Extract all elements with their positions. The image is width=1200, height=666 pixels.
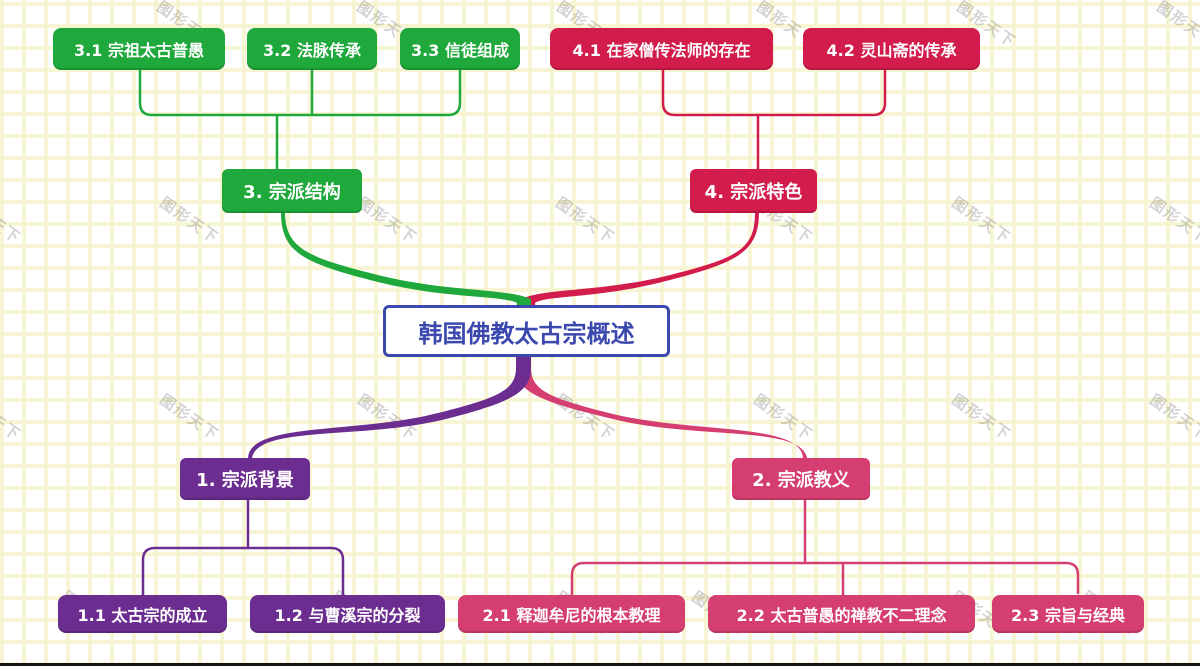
subtopic-node-4-1[interactable]: 4.1 在家僧传法师的存在	[550, 28, 773, 70]
window-bottom-edge	[0, 663, 1200, 666]
bracket-1	[141, 546, 345, 597]
branch-node-4[interactable]: 4. 宗派特色	[690, 169, 817, 213]
subtopic-node-2-3[interactable]: 2.3 宗旨与经典	[992, 595, 1144, 633]
bracket-3	[138, 68, 462, 117]
subtopic-node-2-1[interactable]: 2.1 释迦牟尼的根本教理	[458, 595, 685, 633]
subtopic-node-1-1[interactable]: 1.1 太古宗的成立	[58, 595, 227, 633]
branch-curve-3	[281, 212, 531, 312]
branch-node-2[interactable]: 2. 宗派教义	[732, 458, 870, 500]
branch-curve-2	[516, 357, 807, 458]
bracket-4	[661, 68, 887, 117]
branch-node-3[interactable]: 3. 宗派结构	[222, 169, 362, 213]
root-topic-node[interactable]: 韩国佛教太古宗概述	[383, 305, 670, 357]
branch-node-1[interactable]: 1. 宗派背景	[180, 458, 310, 500]
bracket-2	[570, 561, 1080, 597]
subtopic-node-3-1[interactable]: 3.1 宗祖太古普愚	[53, 28, 225, 70]
subtopic-node-1-2[interactable]: 1.2 与曹溪宗的分裂	[250, 595, 445, 633]
branch-curve-4	[520, 212, 759, 312]
subtopic-node-3-3[interactable]: 3.3 信徒组成	[400, 28, 520, 70]
branch-curve-1	[248, 357, 531, 458]
subtopic-node-2-2[interactable]: 2.2 太古普愚的禅教不二理念	[708, 595, 975, 633]
subtopic-node-4-2[interactable]: 4.2 灵山斋的传承	[803, 28, 980, 70]
subtopic-node-3-2[interactable]: 3.2 法脉传承	[247, 28, 377, 70]
